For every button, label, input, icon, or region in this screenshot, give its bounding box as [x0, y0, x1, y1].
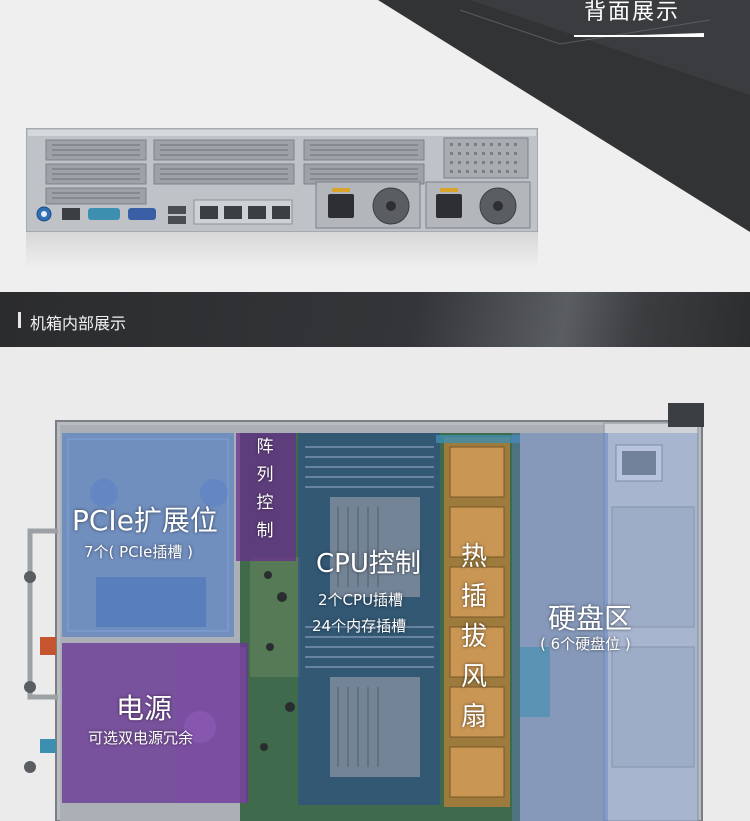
- cpu-zone-sub2: 24个内存插槽: [312, 617, 407, 635]
- panel-reflection: [26, 232, 538, 268]
- title-underline: [574, 33, 704, 37]
- fan-zone-label: 热 插 拔 风 扇: [458, 537, 490, 737]
- top-decor-shapes: [378, 0, 750, 232]
- vga-port-icon: [128, 208, 156, 220]
- cpu-zone-title: CPU控制: [316, 549, 421, 579]
- fan-char-1: 热: [460, 542, 487, 572]
- psu-zone-title: 电源: [116, 692, 173, 725]
- fan-char-4: 风: [460, 662, 487, 692]
- rear-view-title: 背面展示: [584, 0, 681, 25]
- disk-zone-subtitle: ( 6个硬盘位 ): [540, 635, 631, 653]
- raid-zone-label: 阵 列 控 制: [252, 433, 278, 545]
- section-header-band: 机箱内部展示: [0, 292, 750, 347]
- fan-char-5: 扇: [460, 702, 487, 732]
- disk-zone-overlay: [512, 433, 608, 821]
- power-socket-icon: [436, 194, 462, 218]
- io-ports: [36, 206, 186, 224]
- raid-char-2: 列: [256, 465, 274, 485]
- ethernet-port-icon: [200, 206, 218, 219]
- ethernet-port-icon: [272, 206, 290, 219]
- rear-view-section: 背面展示: [0, 0, 750, 292]
- fan-char-2: 插: [460, 582, 487, 612]
- usb-port-icon: [88, 208, 120, 220]
- raid-char-4: 制: [256, 521, 274, 541]
- chassis-interior-section: PCIe扩展位 7个( PCIe插槽 ) 阵 列 控 制 CPU控制 2个CPU…: [0, 347, 750, 821]
- raid-zone-overlay: [236, 433, 296, 561]
- disk-zone-title: 硬盘区: [548, 602, 633, 635]
- fan-zone-overlay: [444, 437, 510, 807]
- ethernet-port-icon: [248, 206, 266, 219]
- disk-zone-overlay-right: [604, 433, 698, 821]
- server-rear-panel: [26, 128, 538, 232]
- power-socket-icon: [328, 194, 354, 218]
- interior-section-title: 机箱内部展示: [30, 314, 127, 333]
- pcie-slots-left: [45, 139, 147, 205]
- network-ports: [193, 199, 293, 225]
- ethernet-port-icon: [224, 206, 242, 219]
- pcie-zone-subtitle: 7个( PCIe插槽 ): [84, 543, 193, 561]
- fan-char-3: 拔: [460, 622, 487, 652]
- chassis-interior-illustration: [24, 403, 704, 821]
- band-accent-bar: [18, 312, 21, 328]
- power-supply-1: [315, 181, 421, 229]
- power-supply-2: [425, 181, 531, 229]
- pcie-zone-title: PCIe扩展位: [72, 504, 218, 537]
- pcie-slots-center: [153, 139, 425, 185]
- cpu-zone-sub1: 2个CPU插槽: [318, 591, 404, 609]
- ethernet-port-icon: [62, 208, 80, 220]
- vent-grid: [443, 137, 529, 179]
- psu-zone-subtitle: 可选双电源冗余: [88, 729, 194, 747]
- raid-char-3: 控: [256, 493, 274, 513]
- raid-char-1: 阵: [256, 437, 274, 457]
